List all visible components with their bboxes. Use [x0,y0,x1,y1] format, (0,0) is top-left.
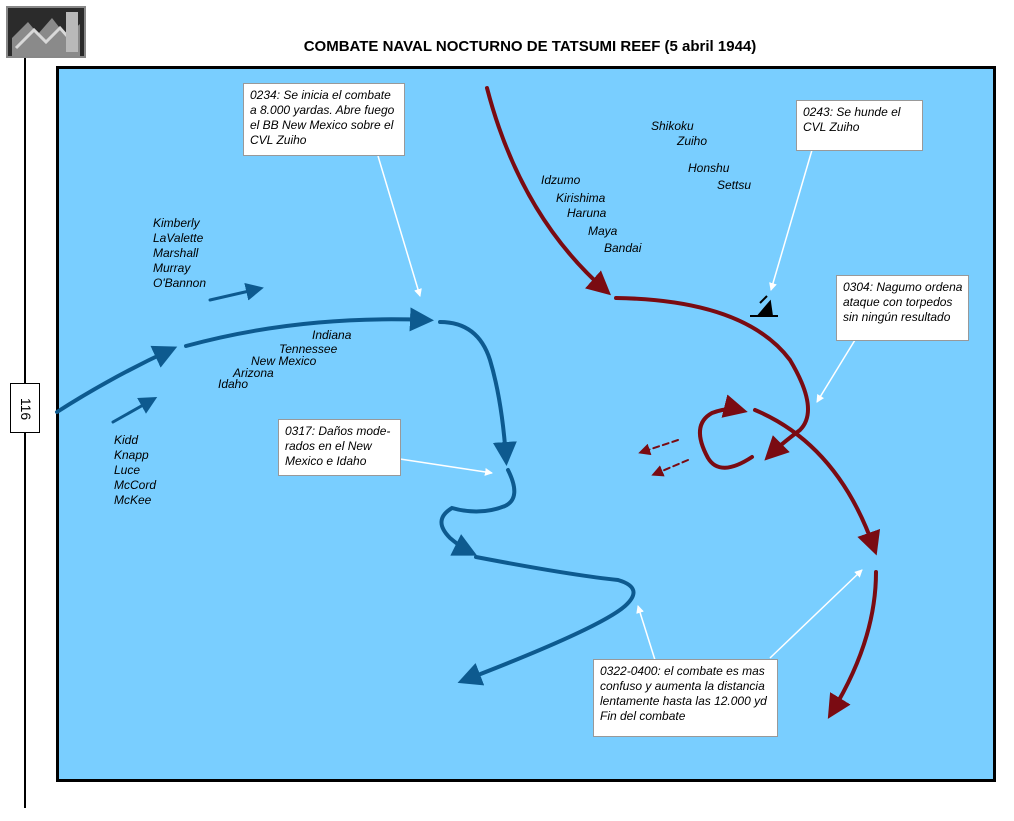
callout-0234: 0234: Se inicia el combate a 8.000 yarda… [243,83,405,156]
callout-line: rados en el New [285,439,372,453]
torpedo-track-1 [638,439,679,456]
us-ship-label: Kidd [114,433,139,447]
us-ship-label: Idaho [218,377,249,391]
callout-line: lentamente hasta las 12.000 yd [600,694,767,708]
us-ship-label: Luce [114,463,141,477]
callout-line: CVL Zuiho [250,133,307,147]
callout-line: sin ningún resultado [843,310,951,324]
callout-0322-pointer-right [769,569,863,659]
callout-line: Fin del combate [600,709,686,723]
callout-line: 0243: Se hunde el [803,105,901,119]
us-track-turn [438,320,517,466]
jp-ship-label: Haruna [567,206,607,220]
us-ship-label: Kimberly [153,216,200,230]
callout-0317: 0317: Daños mode- rados en el New Mexico… [278,419,401,476]
us-ship-label: Marshall [153,246,199,260]
callout-line: CVL Zuiho [803,120,860,134]
us-ship-label: Murray [153,261,191,275]
callout-line: Mexico e Idaho [285,454,367,468]
jp-ship-label: Settsu [717,178,752,192]
jp-ship-label: Zuiho [677,134,708,148]
callout-line: 0322-0400: el combate es mas [600,664,765,678]
us-ship-label: Tennessee [279,342,338,356]
page-number-box: 116 [10,383,40,433]
us-ship-label: McKee [114,493,152,507]
us-destroyers-north-arrow [208,282,264,302]
callout-line: confuso y aumenta la distancia [600,679,765,693]
jp-track-approach [485,86,611,296]
page-title: COMBATE NAVAL NOCTURNO DE TATSUMI REEF (… [303,38,757,55]
callout-line: ataque con torpedos [843,295,953,309]
book-cover-icon [6,6,86,58]
us-ship-label: LaValette [153,231,204,245]
jp-track-loop [698,394,754,470]
us-ship-label: New Mexico [251,354,317,368]
callout-0322-pointer-left [636,605,656,661]
margin-line [24,58,26,808]
jp-track-sweep [614,296,810,461]
jp-track-southeast [753,408,881,556]
us-destroyers-south-arrow [111,397,158,424]
us-track-line [184,307,434,348]
callout-0304: 0304: Nagumo ordena ataque con torpedos … [836,275,969,341]
callout-0322-0400: 0322-0400: el combate es mas confuso y a… [593,659,778,737]
jp-ship-label: Bandai [604,241,642,255]
torpedo-track-2 [651,459,689,477]
us-ship-label: O'Bannon [153,276,206,290]
callout-line: a 8.000 yardas. Abre fuego [250,103,395,117]
callout-0243-pointer [769,149,813,291]
callout-line: 0317: Daños mode- [285,424,391,438]
callout-line: 0304: Nagumo ordena [843,280,963,294]
us-ship-label: Arizona [233,366,274,380]
jp-ship-label: Idzumo [541,173,581,187]
us-ship-label: Indiana [312,328,352,342]
us-track-approach [55,345,178,414]
jp-track-south [827,570,878,719]
callout-0234-pointer [377,155,422,297]
jp-ship-label: Shikoku [651,119,694,133]
jp-ship-label: Kirishima [556,191,606,205]
us-track-wiggle [439,468,517,556]
callout-0243: 0243: Se hunde el CVL Zuiho [796,100,923,151]
callout-line: 0234: Se inicia el combate [250,88,391,102]
callout-0317-pointer [399,458,493,476]
jp-ship-label: Honshu [688,161,730,175]
callout-0304-pointer [816,339,856,403]
us-ship-label: Knapp [114,448,149,462]
jp-ship-label: Maya [588,224,618,238]
sinking-ship-icon [750,295,778,317]
us-ship-label: McCord [114,478,157,492]
callout-line: el BB New Mexico sobre el [250,118,394,132]
us-track-retreat [457,555,636,686]
